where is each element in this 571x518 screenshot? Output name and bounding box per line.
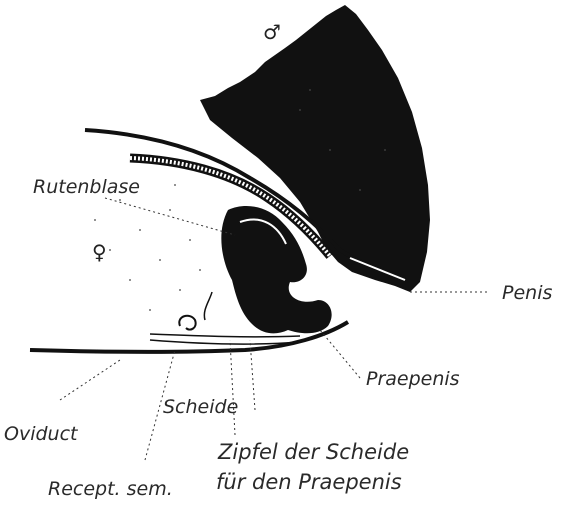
label-penis: Penis — [502, 284, 552, 303]
label-praepenis: Praepenis — [366, 370, 460, 389]
female-stipple — [94, 184, 201, 311]
recept-sem-coil — [179, 316, 195, 330]
male-symbol: ♂ — [263, 22, 281, 42]
label-oviduct: Oviduct — [4, 425, 77, 444]
label-zipfel-line2: für den Praepenis — [216, 472, 402, 493]
female-symbol: ♀ — [92, 242, 107, 262]
scheide-channel — [150, 334, 300, 344]
label-recept-sem: Recept. sem. — [48, 480, 173, 499]
label-rutenblase: Rutenblase — [33, 178, 140, 197]
label-scheide: Scheide — [163, 398, 238, 417]
label-zipfel-line1: Zipfel der Scheide — [218, 442, 409, 463]
oviduct-coil — [204, 292, 212, 320]
